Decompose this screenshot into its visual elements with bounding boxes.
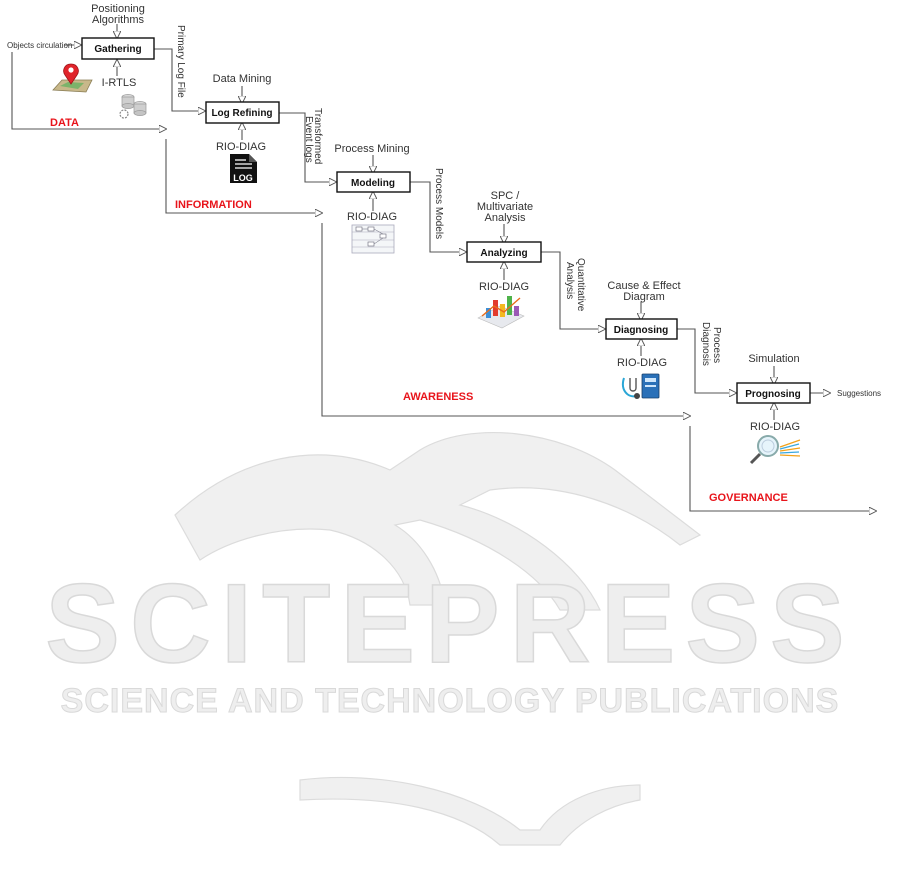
flow-primary-log-file: Primary Log File	[175, 25, 186, 98]
input-spc-line3: Analysis	[485, 212, 526, 224]
step-diagnosing: Diagnosing	[605, 318, 678, 340]
step-prognosing: Prognosing	[736, 382, 811, 404]
flow-quantitative-line2: Analysis	[564, 262, 575, 299]
tool-riodiag-refining-label: RIO-DIAG	[216, 141, 266, 153]
input-spc-line1: SPC /	[491, 190, 521, 202]
step-prognosing-label: Prognosing	[745, 389, 801, 400]
flow-suggestions: Suggestions	[837, 389, 881, 398]
input-positioning-line1: Positioning	[91, 3, 145, 15]
stethoscope-icon	[622, 373, 660, 399]
step-gathering-label: Gathering	[94, 44, 141, 55]
step-analyzing-label: Analyzing	[480, 248, 527, 259]
step-diagnosing-label: Diagnosing	[614, 325, 668, 336]
flow-process-models: Process Models	[433, 168, 444, 239]
input-cause-line2: Diagram	[623, 291, 665, 303]
step-log-refining-label: Log Refining	[211, 108, 272, 119]
tool-riodiag-analyzing-label: RIO-DIAG	[479, 281, 529, 293]
flow-objects-circulation: Objects circulation	[7, 41, 72, 50]
input-process-mining: Process Mining	[334, 143, 409, 155]
input-data-mining: Data Mining	[213, 73, 272, 85]
flow-transformed-line1: Transformed	[312, 108, 323, 164]
phase-awareness: AWARENESS	[403, 391, 473, 403]
tool-irtls-label: I-RTLS	[102, 77, 137, 89]
watermark-book-bottom	[299, 776, 641, 846]
connectors	[11, 24, 876, 511]
magnifier-icon	[749, 435, 801, 465]
tool-riodiag-diagnosing-label: RIO-DIAG	[617, 357, 667, 369]
flow-process-diagnosis-line2: Diagnosis	[700, 322, 711, 366]
map-pin-icon	[52, 63, 93, 93]
flow-transformed-line2: Event logs	[303, 116, 314, 163]
step-log-refining: Log Refining	[205, 101, 280, 124]
input-cause-line1: Cause & Effect	[607, 280, 680, 292]
phase-data: DATA	[50, 117, 79, 129]
tool-riodiag-modeling-label: RIO-DIAG	[347, 211, 397, 223]
phase-information: INFORMATION	[175, 199, 252, 211]
input-positioning-line2: Algorithms	[92, 14, 144, 26]
watermark: SCITEPRESS SCIENCE AND TECHNOLOGY PUBLIC…	[44, 431, 855, 846]
process-model-icon	[351, 224, 395, 254]
step-modeling-label: Modeling	[351, 178, 395, 189]
phase-governance: GOVERNANCE	[709, 492, 788, 504]
watermark-subtitle: SCIENCE AND TECHNOLOGY PUBLICATIONS	[61, 682, 840, 720]
input-spc-line2: Multivariate	[477, 201, 533, 213]
flow-process-diagnosis-line1: Process	[711, 327, 722, 363]
step-gathering: Gathering	[81, 37, 155, 60]
database-icon	[119, 94, 147, 119]
watermark-title: SCITEPRESS	[45, 561, 855, 686]
input-simulation: Simulation	[748, 353, 799, 365]
log-file-icon: LOG	[230, 154, 257, 183]
bar-chart-icon	[477, 296, 525, 329]
log-icon-text: LOG	[233, 173, 253, 183]
tool-riodiag-prognosing-label: RIO-DIAG	[750, 421, 800, 433]
watermark-book-shape	[174, 431, 702, 611]
flow-quantitative-line1: Quantitative	[575, 258, 586, 312]
step-analyzing: Analyzing	[466, 241, 542, 263]
step-modeling: Modeling	[336, 171, 411, 193]
